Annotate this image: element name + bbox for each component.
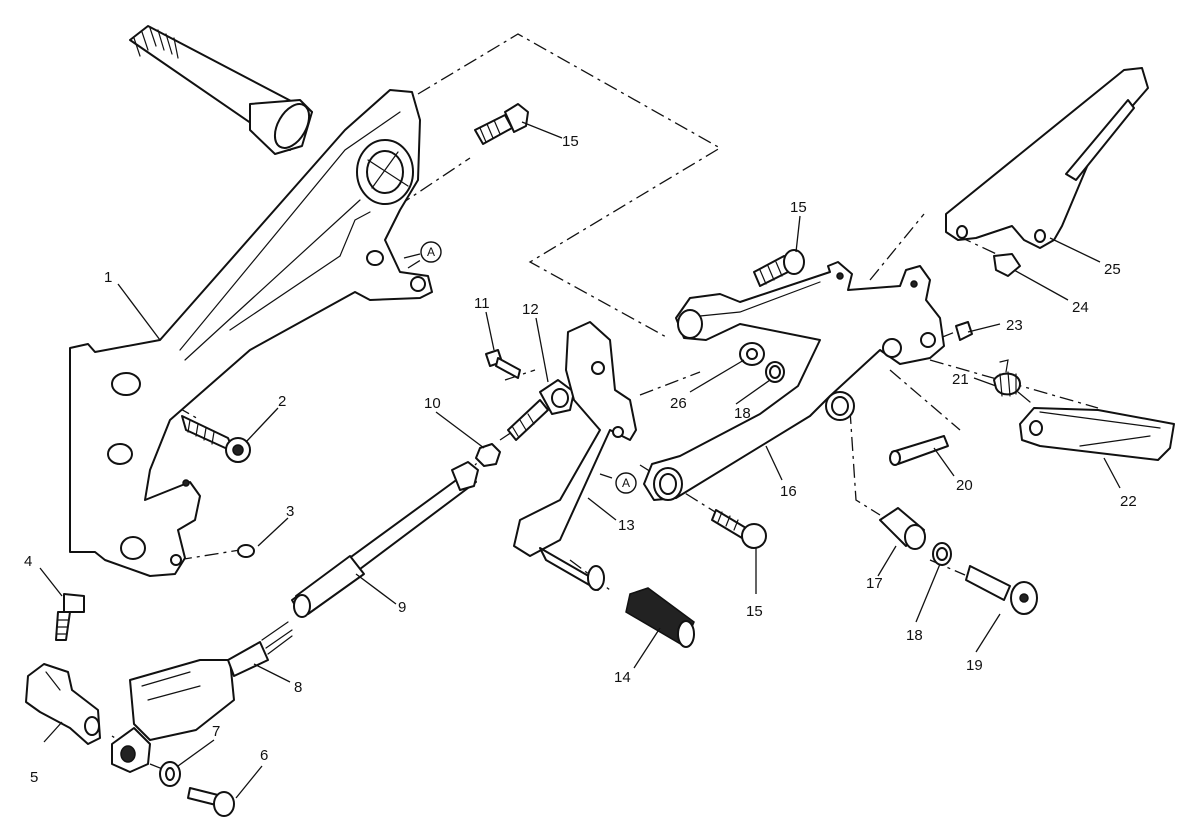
bolt-11 xyxy=(485,349,521,379)
rod-end-12 xyxy=(507,379,575,441)
clip-23 xyxy=(955,321,973,341)
clamp-5 xyxy=(25,663,101,745)
callout-6: 6 xyxy=(260,747,268,764)
leader-lines xyxy=(39,121,1121,799)
callout-18a: 18 xyxy=(734,405,751,422)
callout-25: 25 xyxy=(1104,261,1121,278)
callout-12: 12 xyxy=(522,301,539,318)
callout-4: 4 xyxy=(24,553,32,570)
reference-mark-a-upper-text: A xyxy=(427,245,435,259)
plug-3 xyxy=(237,544,255,558)
callout-1: 1 xyxy=(104,269,112,286)
callout-labels: 1 2 3 4 5 6 7 8 9 10 11 12 13 14 15 15 1… xyxy=(24,133,1137,786)
bolt-6 xyxy=(187,787,235,817)
washer-18-lower xyxy=(932,542,952,566)
callout-10: 10 xyxy=(424,395,441,412)
bolt-2 xyxy=(181,415,251,463)
pin-20 xyxy=(889,435,949,466)
screw-24 xyxy=(993,253,1021,277)
rubber-peg-14 xyxy=(625,587,695,648)
bolt-4 xyxy=(55,593,85,641)
pivot-spindle xyxy=(129,25,313,155)
heel-plate-25 xyxy=(945,67,1149,249)
linkage-rod-9 xyxy=(291,461,479,618)
shift-lever-13 xyxy=(513,321,637,591)
callout-16: 16 xyxy=(780,483,797,500)
callout-8: 8 xyxy=(294,679,302,696)
bushing-17 xyxy=(879,507,926,550)
callout-26: 26 xyxy=(670,395,687,412)
callout-9: 9 xyxy=(398,599,406,616)
callout-17: 17 xyxy=(866,575,883,592)
callout-15b: 15 xyxy=(746,603,763,620)
callout-11: 11 xyxy=(474,295,490,312)
callout-5: 5 xyxy=(30,769,38,786)
callout-24: 24 xyxy=(1072,299,1089,316)
callout-3: 3 xyxy=(286,503,294,520)
footpeg-22 xyxy=(1019,407,1175,461)
bolt-15-top xyxy=(474,103,529,145)
washer-26 xyxy=(739,342,765,366)
callout-23: 23 xyxy=(1006,317,1023,334)
callout-21: 21 xyxy=(952,371,969,388)
spring-21 xyxy=(993,359,1031,403)
reference-mark-a-upper: A xyxy=(420,241,442,263)
washer-18-upper xyxy=(765,361,785,383)
callout-22: 22 xyxy=(1120,493,1137,510)
bolt-15-middle xyxy=(711,509,767,549)
callout-15c: 15 xyxy=(790,199,807,216)
reference-mark-a-lower: A xyxy=(615,472,637,494)
washer-7 xyxy=(159,761,181,787)
callout-18b: 18 xyxy=(906,627,923,644)
callout-19: 19 xyxy=(966,657,983,674)
nut-10 xyxy=(475,443,501,467)
callout-7: 7 xyxy=(212,723,220,740)
callout-2: 2 xyxy=(278,393,286,410)
pin-bolt-19 xyxy=(965,565,1038,615)
bolt-15-right xyxy=(753,249,805,287)
callout-15a: 15 xyxy=(562,133,579,150)
callout-13: 13 xyxy=(618,517,635,534)
main-bracket xyxy=(69,89,433,577)
lever-arm-16 xyxy=(643,261,945,501)
callout-14: 14 xyxy=(614,669,631,686)
rod-end-8 xyxy=(111,621,293,773)
callout-20: 20 xyxy=(956,477,973,494)
reference-mark-a-lower-text: A xyxy=(622,476,630,490)
